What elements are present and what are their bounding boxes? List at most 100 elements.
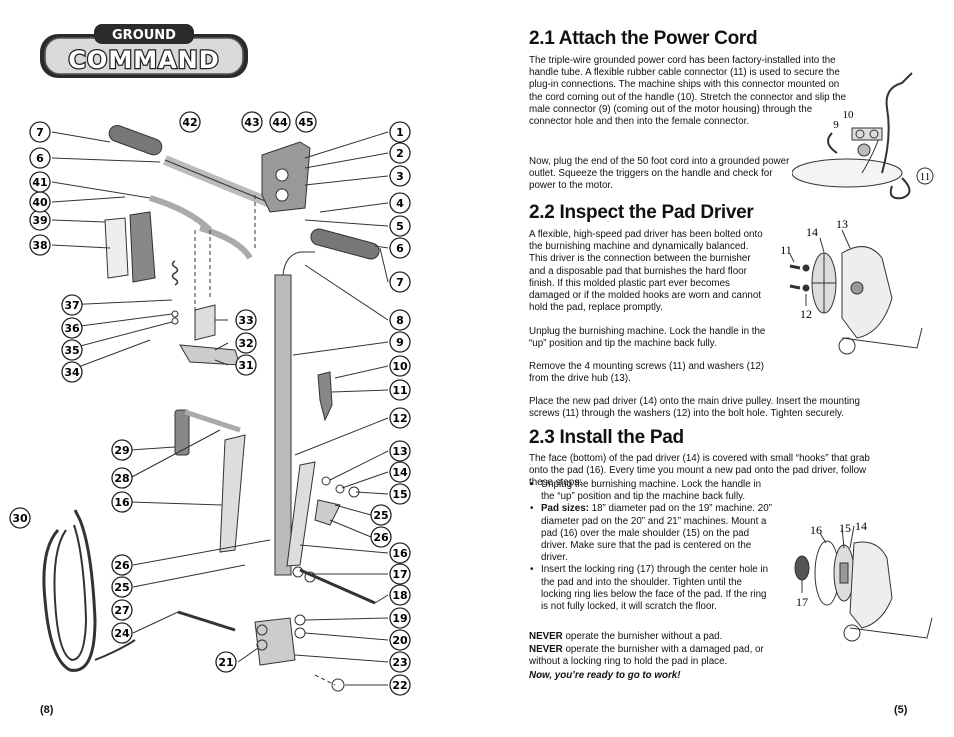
callout-number: 22 <box>392 679 407 692</box>
callout-circle <box>389 142 411 164</box>
callout-circle <box>389 607 411 629</box>
callout-circle <box>61 361 83 383</box>
pad-label-14: 14 <box>855 519 867 533</box>
section-2-2-paragraph-4: Place the new pad driver (14) onto the m… <box>529 396 860 420</box>
step-locking-ring: Insert the locking ring (17) through the… <box>529 564 774 613</box>
callout-number: 25 <box>114 581 129 594</box>
callout-circle <box>370 504 392 526</box>
callout-circle <box>29 147 51 169</box>
callout-circle <box>9 507 31 529</box>
callout-circle <box>61 317 83 339</box>
callout-circle <box>241 111 263 133</box>
callout-circle <box>111 622 133 644</box>
driver-label-12: 12 <box>800 307 812 321</box>
callout-number: 1 <box>396 126 404 139</box>
cord-label-9: 9 <box>833 119 839 131</box>
warning-damaged-pad: NEVER operate the burnisher with a damag… <box>529 644 791 668</box>
callout-number: 17 <box>392 568 407 581</box>
callout-number: 5 <box>396 220 404 233</box>
callout-number: 38 <box>32 239 47 252</box>
callout-number: 39 <box>32 214 47 227</box>
callout-number: 26 <box>373 531 389 544</box>
section-2-3-title: 2.3 Install the Pad <box>529 427 684 448</box>
callout-circle <box>235 309 257 331</box>
callout-number: 43 <box>244 116 259 129</box>
callout-circle <box>111 599 133 621</box>
callout-number: 19 <box>392 612 407 625</box>
callout-circle <box>389 483 411 505</box>
callout-circle <box>111 491 133 513</box>
callout-circle <box>389 651 411 673</box>
callout-number: 42 <box>182 116 197 129</box>
callout-number: 8 <box>396 314 404 327</box>
warning-no-pad: NEVER operate the burnisher without a pa… <box>529 631 791 643</box>
callout-number: 45 <box>298 116 313 129</box>
pad-label-17: 17 <box>796 595 808 609</box>
callout-number: 2 <box>396 147 404 160</box>
callout-circle <box>179 111 201 133</box>
callout-circle <box>389 440 411 462</box>
warning-damaged-pad-never: NEVER <box>529 644 563 655</box>
warning-damaged-pad-text: operate the burnisher with a damaged pad… <box>529 644 764 668</box>
section-2-2-paragraph-1: A flexible, high-speed pad driver has be… <box>529 229 763 314</box>
callout-number: 14 <box>392 466 408 479</box>
callout-number: 26 <box>114 559 130 572</box>
callout-number: 40 <box>32 196 48 209</box>
callout-number: 23 <box>392 656 407 669</box>
exploded-parts-diagram: 1234567891011121314151617181920212223242… <box>9 111 411 696</box>
cord-label-10: 10 <box>843 109 855 121</box>
callout-circle <box>389 379 411 401</box>
callout-circle <box>111 467 133 489</box>
callout-circle <box>111 439 133 461</box>
cord-label-11: 11 <box>920 171 931 183</box>
callout-number: 7 <box>396 276 404 289</box>
callout-number: 30 <box>12 512 28 525</box>
callout-circle <box>389 165 411 187</box>
callout-number: 4 <box>396 197 404 210</box>
driver-label-14: 14 <box>806 225 818 239</box>
driver-label-13: 13 <box>836 218 848 231</box>
callout-circle <box>389 331 411 353</box>
driver-label-11: 11 <box>780 243 792 257</box>
callout-number: 18 <box>392 589 407 602</box>
callout-circle <box>215 651 237 673</box>
step-unplug: Unplug the burnishing machine. Lock the … <box>529 479 774 503</box>
callout-number: 6 <box>36 152 44 165</box>
callout-circle <box>29 171 51 193</box>
callout-circle <box>389 461 411 483</box>
callout-number: 29 <box>114 444 129 457</box>
callout-circle <box>389 584 411 606</box>
callout-number: 36 <box>64 322 80 335</box>
pad-sizes-label: Pad sizes: <box>541 503 589 515</box>
callout-number: 7 <box>36 126 44 139</box>
step-pad-sizes: Pad sizes: 18” diameter pad on the 19” m… <box>529 503 774 564</box>
callout-number: 33 <box>238 314 253 327</box>
callout-circle <box>295 111 317 133</box>
left-page-number: (8) <box>40 704 54 716</box>
callout-number: 16 <box>114 496 130 509</box>
callout-circle <box>29 121 51 143</box>
callout-number: 11 <box>392 384 407 397</box>
callout-number: 15 <box>392 488 407 501</box>
install-pad-illustration: 14 15 16 17 <box>794 519 933 642</box>
ground-command-logo: GROUND COMMAND <box>40 24 248 78</box>
callout-circle <box>235 354 257 376</box>
callout-number: 32 <box>238 337 253 350</box>
callout-circle <box>29 234 51 256</box>
callout-number: 21 <box>218 656 233 669</box>
callout-number: 25 <box>373 509 388 522</box>
callout-number: 9 <box>396 336 404 349</box>
pad-label-16: 16 <box>810 523 822 537</box>
callout-circle <box>370 526 392 548</box>
callout-number: 12 <box>392 412 407 425</box>
section-2-1-paragraph-2: Now, plug the end of the 50 foot cord in… <box>529 156 790 192</box>
warning-no-pad-text: operate the burnisher without a pad. <box>562 631 723 642</box>
pad-driver-illustration: 11 12 13 14 <box>780 218 923 355</box>
step-locking-ring-text: Insert the locking ring (17) through the… <box>541 564 769 613</box>
callout-circle <box>389 309 411 331</box>
left-page: GROUND COMMAND <box>9 24 411 716</box>
section-2-1-paragraph-1: The triple-wire grounded power cord has … <box>529 55 846 128</box>
callout-number: 3 <box>396 170 404 183</box>
section-2-2-title: 2.2 Inspect the Pad Driver <box>529 202 754 223</box>
callout-circle <box>61 294 83 316</box>
